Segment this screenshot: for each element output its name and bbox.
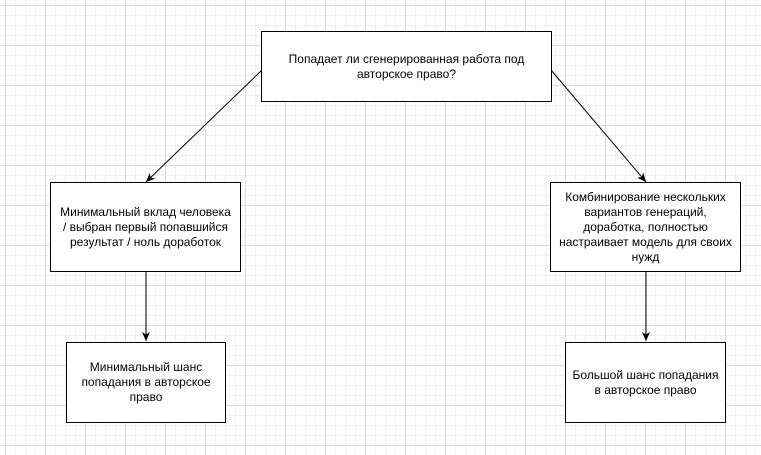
node-minimal-chance-text: Минимальный шанс попадания в авторское п… — [81, 360, 211, 404]
node-combining-generations: Комбинирование нескольких вариантов гене… — [550, 182, 741, 272]
node-minimal-chance: Минимальный шанс попадания в авторское п… — [66, 342, 226, 423]
edge-root-to-left — [145, 69, 263, 183]
node-root-question: Попадает ли сгенерированная работа под а… — [261, 31, 552, 102]
node-combining-generations-text: Комбинирование нескольких вариантов гене… — [559, 189, 732, 264]
node-root-question-text: Попадает ли сгенерированная работа под а… — [288, 51, 525, 81]
node-minimal-contribution: Минимальный вклад человека / выбран перв… — [50, 182, 241, 272]
node-high-chance-text: Большой шанс попадания в авторское право — [572, 367, 719, 397]
edge-root-to-right — [550, 69, 647, 183]
node-minimal-contribution-text: Минимальный вклад человека / выбран перв… — [60, 204, 231, 249]
node-high-chance: Большой шанс попадания в авторское право — [565, 342, 726, 423]
